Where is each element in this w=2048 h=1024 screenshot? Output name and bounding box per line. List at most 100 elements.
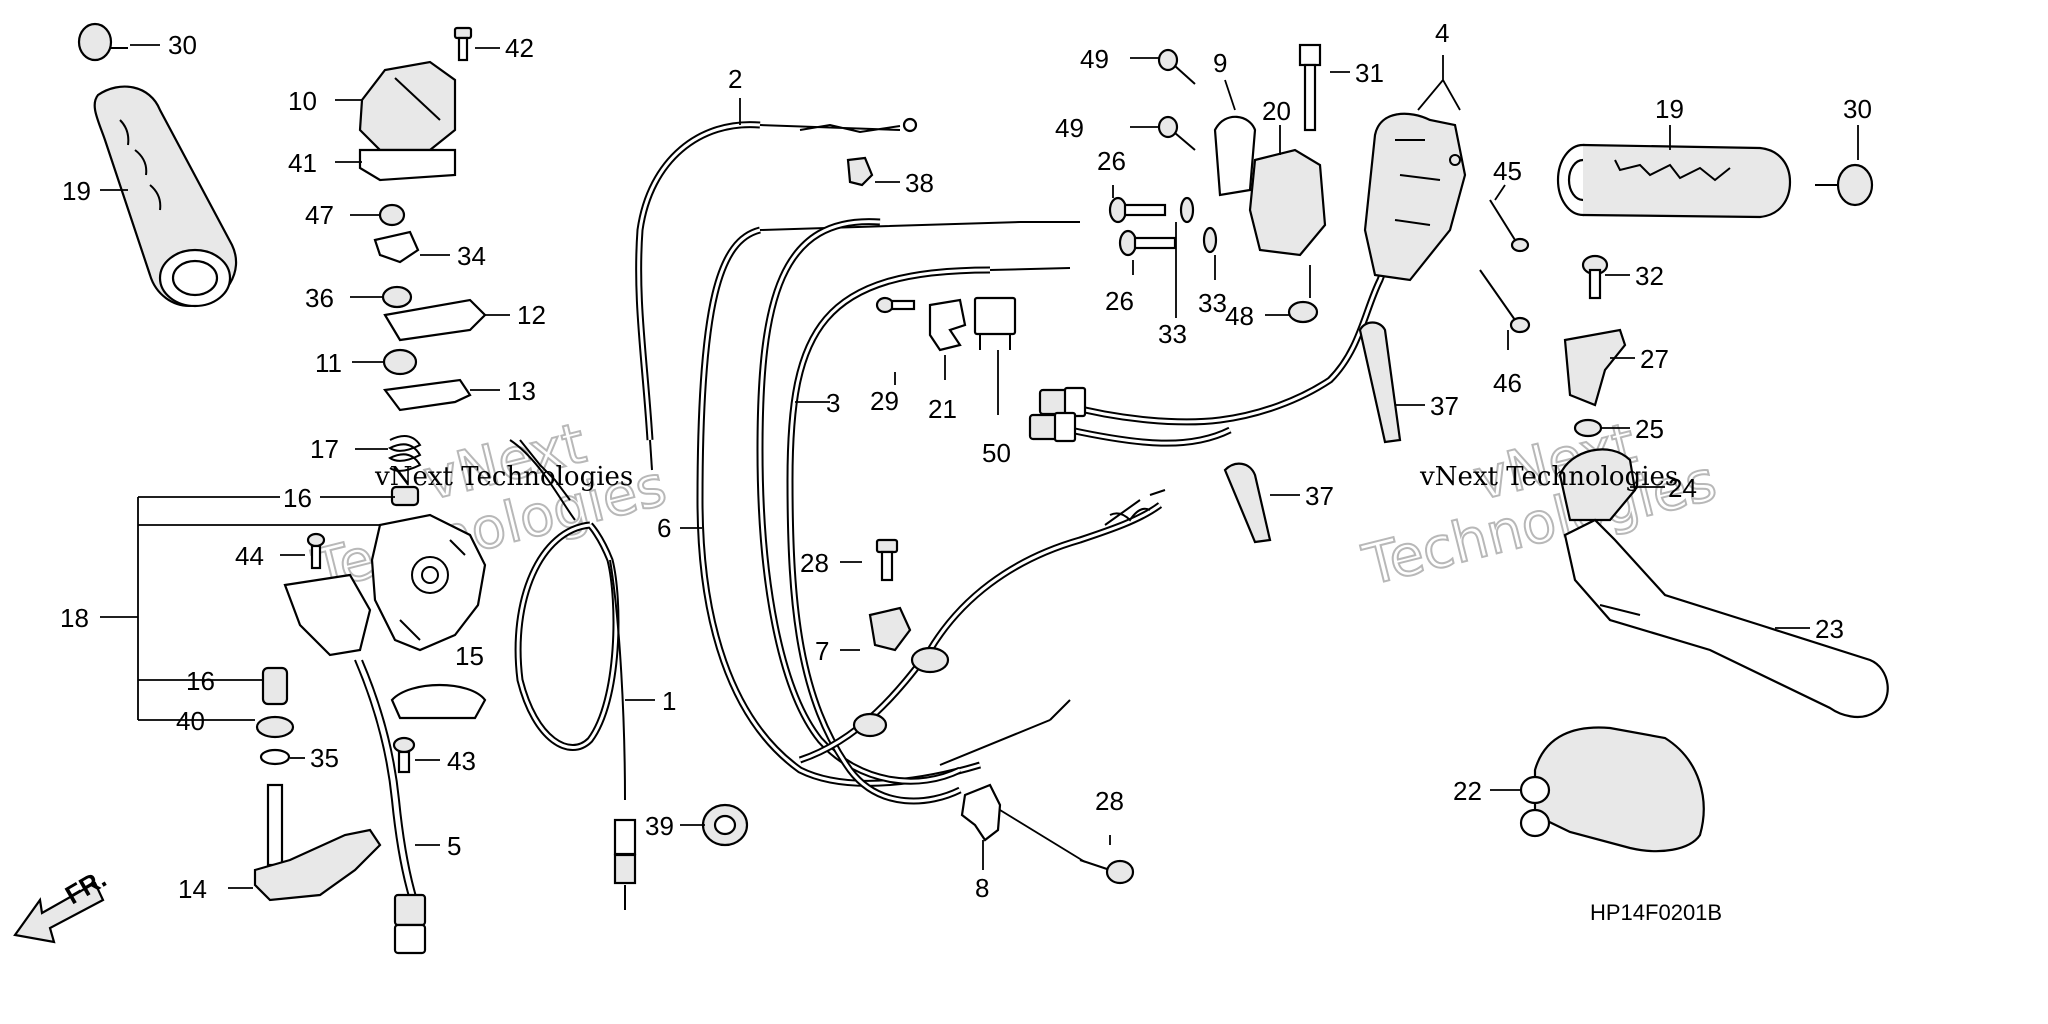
callout-29: 29 bbox=[870, 386, 899, 416]
callout-31: 31 bbox=[1355, 58, 1384, 88]
part-27-bracket bbox=[1563, 328, 1627, 407]
part-28-bolt-upper bbox=[875, 538, 899, 582]
callout-49-upper: 49 bbox=[1080, 44, 1109, 74]
part-26-screw-lower bbox=[1118, 229, 1177, 257]
callout-25: 25 bbox=[1635, 414, 1664, 444]
callout-2: 2 bbox=[728, 64, 742, 94]
part-26-screw-upper bbox=[1108, 196, 1167, 224]
callout-10: 10 bbox=[288, 86, 317, 116]
part-32-bolt bbox=[1581, 254, 1609, 300]
part-35-washer bbox=[259, 748, 291, 766]
part-19-left-grip bbox=[93, 85, 238, 308]
callout-28-lower: 28 bbox=[1095, 786, 1124, 816]
part-8-clamp bbox=[960, 783, 1002, 842]
part-43-bolt bbox=[392, 736, 416, 774]
part-7-clip bbox=[868, 606, 912, 652]
part-19-right-grip bbox=[1556, 143, 1792, 219]
leader-lines bbox=[100, 44, 1859, 889]
part-34-washer bbox=[373, 230, 420, 264]
part-switch-clamp bbox=[283, 573, 372, 657]
callout-33-left: 33 bbox=[1158, 319, 1187, 349]
callout-26-lower: 26 bbox=[1105, 286, 1134, 316]
callout-9: 9 bbox=[1213, 48, 1227, 78]
callout-44: 44 bbox=[235, 541, 264, 571]
part-15-clamp bbox=[390, 684, 487, 720]
part-39-collar bbox=[701, 803, 749, 847]
callout-33-right: 33 bbox=[1198, 288, 1227, 318]
callout-38: 38 bbox=[905, 168, 934, 198]
part-14-throttle-lever bbox=[253, 783, 382, 902]
callout-28-upper: 28 bbox=[800, 548, 829, 578]
callout-5: 5 bbox=[447, 831, 461, 861]
part-23-lever bbox=[1563, 518, 1889, 719]
callout-23: 23 bbox=[1815, 614, 1844, 644]
callout-11: 11 bbox=[315, 348, 342, 378]
part-45-bolt bbox=[1489, 199, 1530, 253]
watermark-small-left: vNext Technologies bbox=[374, 462, 633, 492]
part-lower-cable-assembly bbox=[798, 489, 1166, 766]
callout-37-lower: 37 bbox=[1305, 481, 1334, 511]
callout-7: 7 bbox=[815, 636, 829, 666]
callout-42: 42 bbox=[505, 33, 534, 63]
part-16-bushing-upper bbox=[390, 485, 420, 507]
part-21-bracket bbox=[928, 298, 967, 352]
part-46-bolt bbox=[1479, 269, 1531, 334]
part-10-throttle-cover bbox=[358, 60, 457, 152]
part-49-bolt-lower bbox=[1157, 115, 1196, 151]
part-11-collar bbox=[382, 348, 418, 376]
callout-19-right: 19 bbox=[1655, 94, 1684, 124]
callout-30-left: 30 bbox=[168, 30, 197, 60]
part-6-cable bbox=[756, 218, 962, 785]
callout-6: 6 bbox=[657, 513, 671, 543]
callout-34: 34 bbox=[457, 241, 486, 271]
part-33-washer-upper bbox=[1179, 196, 1195, 224]
part-49-bolt-upper bbox=[1157, 48, 1196, 85]
watermark-small-right: vNext Technologies bbox=[1419, 462, 1678, 492]
part-48-nut bbox=[1287, 300, 1319, 324]
callout-45: 45 bbox=[1493, 156, 1522, 186]
callout-18: 18 bbox=[60, 603, 89, 633]
part-18-throttle-housing bbox=[370, 513, 487, 652]
part-50-relay bbox=[973, 296, 1017, 350]
part-5-switch-wire bbox=[354, 659, 427, 955]
part-31-screw bbox=[1298, 43, 1322, 132]
part-22-lever-cover bbox=[1519, 726, 1705, 853]
callout-16-lower: 16 bbox=[186, 666, 215, 696]
part-3-cable bbox=[696, 221, 1080, 787]
callout-36: 36 bbox=[305, 283, 334, 313]
part-17-spring bbox=[388, 435, 422, 472]
part-28-bolt-lower bbox=[1079, 859, 1135, 885]
part-6-cable-b bbox=[786, 266, 1071, 805]
callout-47: 47 bbox=[305, 200, 334, 230]
callout-27: 27 bbox=[1640, 344, 1669, 374]
callout-40: 40 bbox=[176, 706, 205, 736]
part-1-cable bbox=[509, 439, 637, 910]
callout-labels: 30 19 42 10 41 47 34 36 12 11 13 17 16 4… bbox=[60, 18, 1872, 904]
callout-43: 43 bbox=[447, 746, 476, 776]
watermark: vNext Technologies vNext Technologies bbox=[306, 410, 1724, 605]
callout-19-left: 19 bbox=[62, 176, 91, 206]
part-16-bushing-lower bbox=[261, 666, 289, 706]
part-29-bolt bbox=[875, 296, 916, 314]
callout-41: 41 bbox=[288, 148, 317, 178]
part-2-cable bbox=[635, 117, 918, 471]
callout-3: 3 bbox=[826, 388, 840, 418]
callout-14: 14 bbox=[178, 874, 207, 904]
callout-8: 8 bbox=[975, 873, 989, 903]
callout-15: 15 bbox=[455, 641, 484, 671]
part-30-right-end-cap bbox=[1815, 163, 1874, 207]
callout-26-upper: 26 bbox=[1097, 146, 1126, 176]
callout-16-upper: 16 bbox=[283, 483, 312, 513]
part-25-nut bbox=[1573, 418, 1603, 438]
callout-37-upper: 37 bbox=[1430, 391, 1459, 421]
part-9-holder bbox=[1213, 115, 1257, 197]
callout-35: 35 bbox=[310, 743, 339, 773]
callout-13: 13 bbox=[507, 376, 536, 406]
part-36-washer bbox=[381, 285, 413, 309]
callout-32: 32 bbox=[1635, 261, 1664, 291]
diagram-code: HP14F0201B bbox=[1590, 900, 1722, 925]
part-24-lever-pivot bbox=[1558, 448, 1637, 522]
part-41-gasket bbox=[358, 148, 457, 182]
callout-46: 46 bbox=[1493, 368, 1522, 398]
callout-17: 17 bbox=[310, 434, 339, 464]
